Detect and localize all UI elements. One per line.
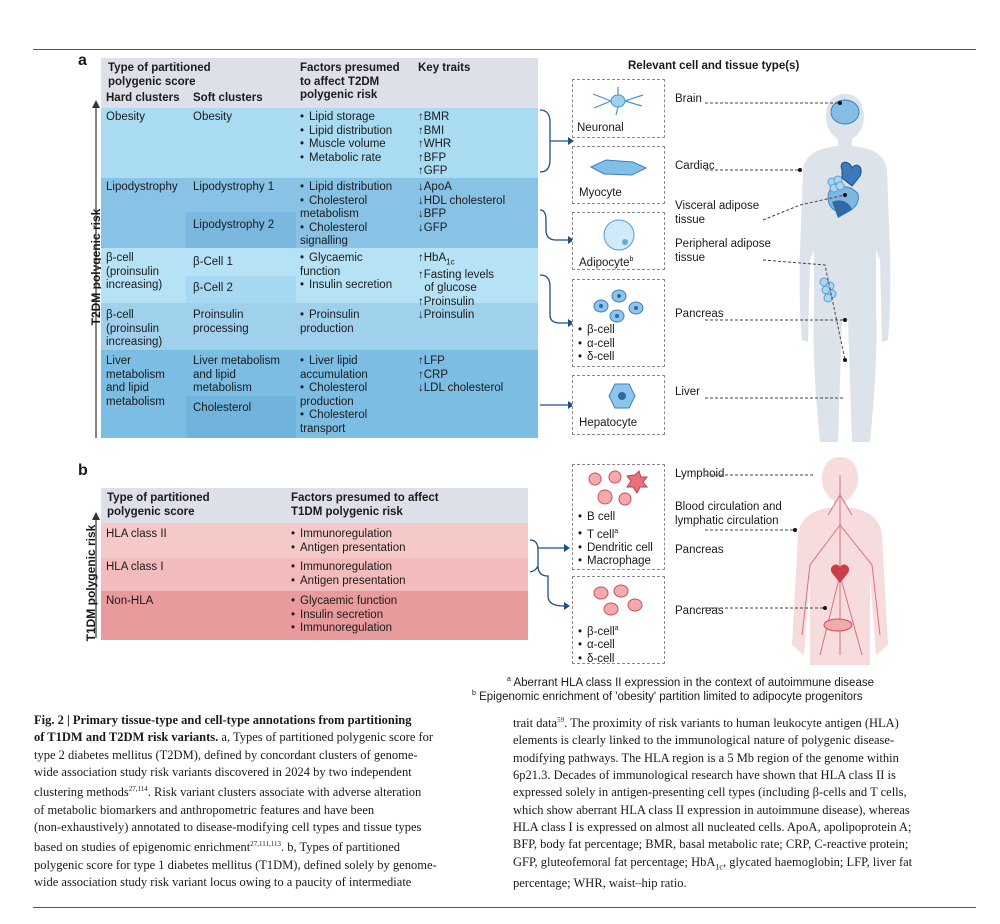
soft-beta-cell1: β-Cell 1 — [193, 256, 233, 268]
factors-liver: Liver lipid accumulation Cholesterol pro… — [300, 355, 368, 436]
pancreas-cells-box: β-cell α-cell δ-cell — [572, 279, 665, 367]
tissue-cardiac: Cardiac — [675, 160, 715, 172]
b-header-type: Type of partitioned polygenic score — [107, 492, 210, 518]
factors-hla-ii: ImmunoregulationAntigen presentation — [291, 528, 406, 555]
header-hard: Hard clusters — [106, 92, 180, 104]
factors-lipodystrophy: Lipid distribution Cholesterol metabolis… — [300, 181, 392, 249]
soft-liver: Liver metabolism and lipid metabolism — [193, 355, 280, 394]
soft-proinsulin: Proinsulin processing — [193, 309, 249, 335]
beta-cells-box-b: β-cella α-cell δ-cell — [572, 576, 665, 666]
tissue-brain: Brain — [675, 93, 702, 105]
beta-cell-list-b: β-cella α-cell δ-cell — [578, 622, 619, 666]
hepatocyte-icon — [608, 383, 636, 409]
traits-lipodystrophy: ↓ApoA↓HDL cholesterol↓BFP↓GFP — [418, 181, 506, 234]
tissue-blood-lymphatic: Blood circulation and lymphatic circulat… — [675, 501, 782, 527]
circulation-body-figure — [792, 457, 888, 665]
tissue-lymphoid: Lymphoid — [675, 468, 725, 480]
hard-liver: Liver metabolism and lipid metabolism — [106, 355, 165, 408]
panel-a-header — [101, 58, 538, 108]
factors-proinsulin: Proinsulin production — [300, 309, 360, 336]
tissue-visceral-adipose: Visceral adipose tissue — [675, 200, 760, 226]
tissue-peripheral-adipose: Peripheral adipose tissue — [675, 238, 771, 264]
factors-obesity: Lipid storageLipid distributionMuscle vo… — [300, 111, 392, 165]
hepatocyte-label: Hepatocyte — [579, 417, 638, 429]
immune-cells-box: B cell T cella Dendritic cell Macrophage — [572, 464, 665, 570]
hard-beta-cell: β-cell (proinsulin increasing) — [106, 252, 163, 291]
type-hla-ii: HLA class II — [106, 528, 167, 540]
tissue-liver: Liver — [675, 386, 700, 398]
hepatocyte-box: Hepatocyte — [572, 375, 665, 435]
type-non-hla: Non-HLA — [106, 595, 154, 607]
soft-lipodystrophy2: Lipodystrophy 2 — [193, 219, 275, 231]
soft-obesity: Obesity — [193, 111, 232, 123]
traits-beta-cell: ↑HbA1c ↑Fasting levels of glucose ↑Proin… — [418, 252, 495, 308]
footnote-a: a Aberrant HLA class II expression in th… — [507, 676, 874, 689]
cell-tissue-title: Relevant cell and tissue type(s) — [628, 60, 800, 72]
immune-cell-list: B cell T cella Dendritic cell Macrophage — [578, 511, 653, 569]
soft-lipodystrophy1: Lipodystrophy 1 — [193, 181, 275, 193]
t2dm-risk-arrow — [92, 100, 100, 438]
adipocyte-box: Adipocyteb — [572, 212, 665, 270]
neuronal-box: Neuronal — [572, 79, 665, 138]
bottom-rule — [33, 907, 976, 908]
top-rule — [33, 49, 976, 50]
islet-cells-pink-icon — [593, 584, 643, 616]
traits-liver: ↑LFP↑CRP↓LDL cholesterol — [418, 355, 504, 394]
factors-non-hla: Glycaemic functionInsulin secretionImmun… — [291, 595, 397, 636]
beta-cell2-cell — [186, 276, 296, 303]
header-soft: Soft clusters — [193, 92, 263, 104]
factors-beta-cell: Glycaemic function Insulin secretion — [300, 252, 392, 293]
panel-a-label: a — [78, 52, 87, 69]
b-header-factors: Factors presumed to affect T1DM polygeni… — [291, 492, 439, 518]
panel-b-header — [101, 488, 528, 523]
adipocyte-icon — [603, 219, 635, 251]
myocyte-icon — [589, 159, 648, 176]
factors-hla-i: ImmunoregulationAntigen presentation — [291, 561, 406, 588]
t1dm-axis-label: T1DM polygenic risk — [84, 524, 98, 642]
human-body-figure — [799, 94, 891, 442]
header-factors: Factors presumed to affect T2DM polygeni… — [300, 62, 400, 101]
myocyte-label: Myocyte — [579, 187, 622, 199]
soft-cholesterol: Cholesterol — [193, 402, 252, 414]
hard-beta-cell-2: β-cell (proinsulin increasing) — [106, 309, 163, 348]
tissue-pancreas-a: Pancreas — [675, 308, 724, 320]
tissue-pancreas-b1: Pancreas — [675, 544, 724, 556]
caption-right: trait data59. The proximity of risk vari… — [513, 716, 913, 891]
immune-cells-icon — [588, 470, 649, 506]
footnote-b: b Epigenomic enrichment of 'obesity' par… — [472, 690, 863, 703]
t1dm-risk-arrow — [92, 512, 100, 638]
cholesterol-cell — [186, 396, 296, 438]
panel-b-label: b — [78, 462, 88, 479]
lipodystrophy2-cell — [186, 212, 296, 248]
traits-proinsulin: ↓Proinsulin — [418, 309, 475, 321]
hard-lipodystrophy: Lipodystrophy — [106, 181, 178, 193]
traits-obesity: ↑BMR↑BMI↑WHR↑BFP↑GFP — [418, 111, 452, 177]
panel-b-brackets — [529, 539, 570, 610]
myocyte-box: Myocyte — [572, 146, 665, 204]
caption-left: Fig. 2 | Primary tissue-type and cell-ty… — [34, 713, 437, 889]
panel-b-leader-lines — [705, 474, 827, 610]
header-type: Type of partitioned polygenic score — [108, 62, 211, 88]
panel-a-leader-lines — [705, 101, 847, 399]
neuronal-label: Neuronal — [577, 122, 624, 134]
soft-beta-cell2: β-Cell 2 — [193, 282, 233, 294]
header-traits: Key traits — [418, 62, 471, 74]
islet-cells-icon — [593, 289, 644, 323]
neuron-icon — [592, 87, 644, 116]
type-hla-i: HLA class I — [106, 561, 164, 573]
adipocyte-label: Adipocyteb — [579, 256, 634, 269]
islet-cell-list: β-cell α-cell δ-cell — [578, 324, 615, 365]
hard-obesity: Obesity — [106, 111, 145, 123]
panel-a-brackets — [539, 109, 574, 409]
